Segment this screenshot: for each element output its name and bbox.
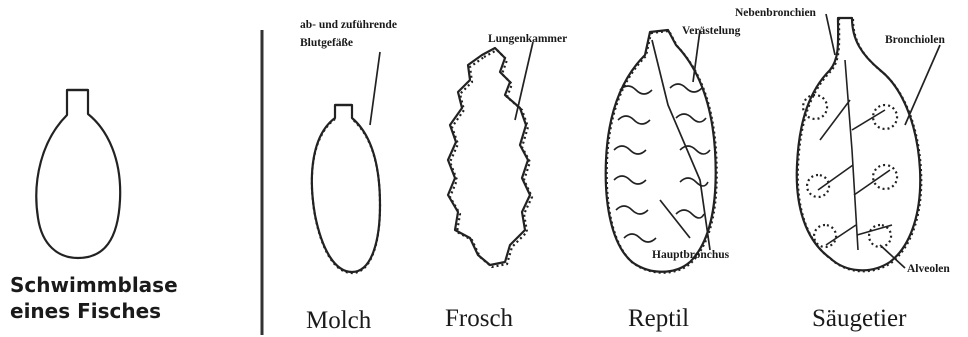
label-nebenbronchien: Nebenbronchien	[735, 7, 817, 19]
leader-blutgefaesse	[370, 52, 380, 125]
molch-lung-figure	[312, 105, 380, 273]
leader-nebenbronchien	[826, 14, 835, 55]
caption-schwimmblase-line1: Schwimmblase	[10, 273, 178, 297]
leader-lungenkammer	[515, 42, 533, 120]
label-blutgefaesse-line2: Blutgefäße	[300, 37, 353, 49]
label-hauptbronchus: Hauptbronchus	[652, 249, 730, 261]
label-veraestelung: Verästelung	[682, 25, 741, 37]
label-lungenkammer: Lungenkammer	[488, 33, 567, 45]
label-blutgefaesse-line1: ab- und zuführende	[300, 19, 397, 31]
caption-reptil: Reptil	[628, 305, 689, 332]
swim-bladder-figure	[36, 90, 120, 258]
label-alveolen: Alveolen	[907, 263, 950, 275]
leader-bronchiolen	[905, 45, 940, 125]
label-bronchiolen: Bronchiolen	[885, 34, 945, 46]
caption-schwimmblase-line2: eines Fisches	[10, 299, 161, 323]
caption-frosch: Frosch	[445, 305, 514, 332]
reptil-lung-figure	[606, 30, 717, 273]
saeugetier-lung-figure	[797, 18, 921, 271]
leader-hauptbronchus	[660, 200, 690, 238]
frosch-lung-figure	[448, 48, 532, 267]
caption-saeugetier: Säugetier	[812, 305, 907, 332]
caption-molch: Molch	[306, 307, 372, 334]
